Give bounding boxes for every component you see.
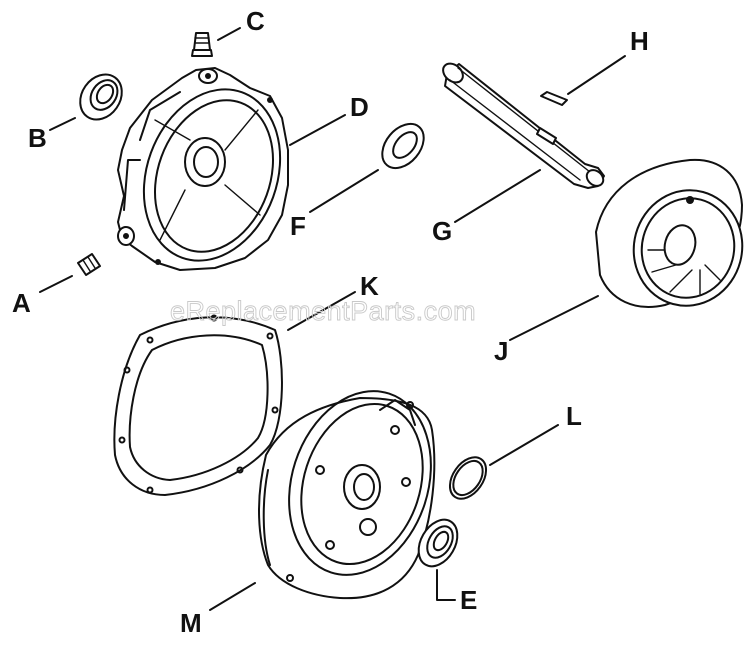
- label-k: K: [360, 271, 379, 301]
- part-d-housing[interactable]: [117, 67, 303, 280]
- part-h-key[interactable]: [540, 91, 568, 106]
- leader-line-e: [436, 569, 456, 601]
- label-d: D: [350, 92, 369, 122]
- leader-line-h: [567, 55, 626, 95]
- leader-line-j: [509, 295, 599, 341]
- part-f-washer[interactable]: [374, 116, 432, 176]
- part-e-seal[interactable]: [411, 513, 465, 573]
- label-l: L: [566, 401, 582, 431]
- leader-line-c: [217, 27, 241, 41]
- leader-line-a: [39, 275, 73, 293]
- leader-line-k: [287, 291, 356, 331]
- leader-line-d: [289, 114, 346, 146]
- label-h: H: [630, 26, 649, 56]
- leader-line-b: [49, 117, 76, 131]
- label-j: J: [494, 336, 508, 366]
- label-b: B: [28, 123, 47, 153]
- leader-line-m: [209, 582, 256, 611]
- leader-line-f: [309, 169, 379, 213]
- part-c-fitting[interactable]: [191, 32, 213, 57]
- label-c: C: [246, 6, 265, 36]
- label-f: F: [290, 211, 306, 241]
- part-k-gasket[interactable]: [113, 314, 283, 496]
- label-e: E: [460, 585, 477, 615]
- leader-line-g: [454, 169, 541, 223]
- part-labels: C B D H F G A K J L E M: [12, 6, 649, 638]
- leader-line-l: [489, 424, 559, 466]
- part-g-shaft[interactable]: [439, 60, 606, 189]
- part-b-seal[interactable]: [72, 66, 131, 127]
- leader-lines: [39, 27, 626, 611]
- part-a-plug[interactable]: [77, 253, 101, 276]
- part-m-cover[interactable]: [258, 373, 454, 600]
- part-l-oring[interactable]: [443, 451, 494, 506]
- label-a: A: [12, 288, 31, 318]
- label-g: G: [432, 216, 452, 246]
- part-j-ring-gear[interactable]: [595, 158, 750, 318]
- watermark: eReplacementParts.com: [170, 296, 476, 326]
- label-m: M: [180, 608, 202, 638]
